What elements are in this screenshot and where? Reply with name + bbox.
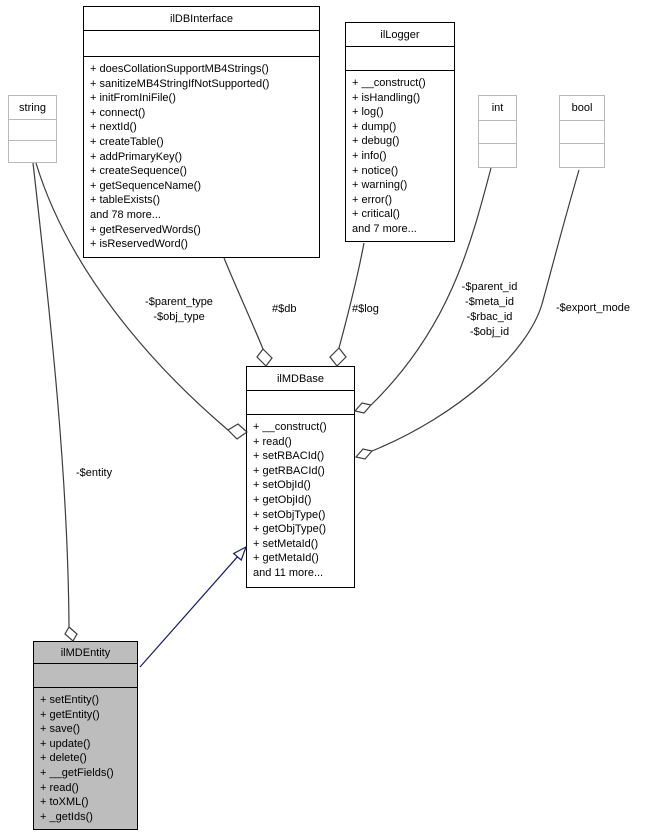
class-box-ilmdentity[interactable]: ilMDEntity + setEntity()+ getEntity()+ s… xyxy=(33,641,138,830)
method-entry: + setObjType() xyxy=(253,508,326,521)
method-entry: + log() xyxy=(352,106,384,119)
method-entry: + warning() xyxy=(352,179,408,192)
method-entry: + __construct() xyxy=(253,421,327,433)
class-title: ilDBInterface xyxy=(84,7,319,31)
edge-label-db: #$db xyxy=(272,303,297,315)
method-entry: + save() xyxy=(40,723,81,736)
type-box-bool: bool xyxy=(559,95,605,168)
method-entry: + sanitizeMB4StringIfNotSupported() xyxy=(90,77,270,90)
edge-label-export-mode: -$export_mode xyxy=(556,302,630,314)
aggregation-diamond xyxy=(256,348,273,367)
method-entry: + connect() xyxy=(90,106,146,119)
method-entry: + __getFields() xyxy=(40,766,114,779)
method-entry: + initFromIniFile() xyxy=(90,92,176,105)
method-entry: + notice() xyxy=(352,164,399,177)
type-title: bool xyxy=(560,96,604,121)
attributes-compartment xyxy=(9,120,56,141)
method-entry: + __construct() xyxy=(352,77,426,89)
method-entry: + setObjId() xyxy=(253,479,311,492)
methods-compartment xyxy=(560,144,604,167)
edge-label-log: #$log xyxy=(352,303,379,315)
method-entry: + nextId() xyxy=(90,121,137,134)
method-entry: + createSequence() xyxy=(90,165,187,178)
methods-compartment xyxy=(479,144,516,167)
method-entry: + setRBACId() xyxy=(253,450,325,463)
method-entry: and 7 more... xyxy=(352,222,417,235)
aggregation-diamond xyxy=(227,423,248,440)
method-entry: + read() xyxy=(253,435,292,448)
attributes-compartment xyxy=(479,121,516,144)
method-entry: + toXML() xyxy=(40,796,89,809)
method-entry: + addPrimaryKey() xyxy=(90,150,183,163)
attributes-compartment xyxy=(346,47,454,71)
class-title: ilMDBase xyxy=(247,367,354,391)
method-entry: and 78 more... xyxy=(90,208,161,221)
method-entry: + critical() xyxy=(352,208,400,221)
method-entry: + update() xyxy=(40,737,91,750)
method-entry: + _getIds() xyxy=(40,810,93,823)
edge-inheritance-ilmdentity-ilmdbase xyxy=(139,556,238,668)
attributes-compartment xyxy=(84,31,319,57)
aggregation-diamond xyxy=(64,626,78,642)
method-entry: + dump() xyxy=(352,120,397,133)
methods-compartment xyxy=(9,141,56,162)
class-box-ildbinterface[interactable]: ilDBInterface + doesCollationSupportMB4S… xyxy=(83,6,320,258)
method-entry: + setEntity() xyxy=(40,694,99,706)
edge-string-ilmdentity xyxy=(32,162,70,628)
class-title: ilLogger xyxy=(346,23,454,47)
method-entry: + error() xyxy=(352,193,393,206)
class-box-ilmdbase[interactable]: ilMDBase + __construct() + read() + setRBA… xyxy=(246,366,355,588)
methods-compartment: + doesCollationSupportMB4Strings() + sani… xyxy=(84,57,319,257)
method-entry: + getSequenceName() xyxy=(90,179,201,192)
method-entry: + debug() xyxy=(352,135,400,148)
edge-ildbinterface-ilmdbase xyxy=(223,257,264,350)
type-title: int xyxy=(479,96,516,121)
method-entry: + getEntity() xyxy=(40,708,100,721)
method-entry: + getReservedWords() xyxy=(90,223,201,236)
method-entry: + read() xyxy=(40,781,79,794)
method-entry: + getObjType() xyxy=(253,523,327,536)
type-box-int: int xyxy=(478,95,517,168)
aggregation-diamond xyxy=(329,347,347,367)
method-entry: + getObjId() xyxy=(253,493,312,506)
aggregation-diamond xyxy=(354,448,374,460)
methods-compartment: + __construct() + isHandling() + log()+ du… xyxy=(346,71,454,241)
method-entry: + delete() xyxy=(40,752,87,765)
type-box-string: string xyxy=(8,95,57,163)
method-entry: + isHandling() xyxy=(352,91,421,104)
attributes-compartment xyxy=(247,391,354,415)
edge-label-parent-type: -$parent_type -$obj_type xyxy=(145,296,213,323)
method-entry: + getMetaId() xyxy=(253,552,319,565)
methods-compartment: + __construct()+ read()+ setRBACId()+ ge… xyxy=(247,415,354,587)
method-entry: + info() xyxy=(352,149,387,162)
method-entry: + setMetaId() xyxy=(253,537,319,550)
inheritance-arrowhead xyxy=(232,545,248,562)
method-entry: and 11 more... xyxy=(253,566,324,579)
edge-label-entity: -$entity xyxy=(76,467,113,479)
method-entry: + tableExists() xyxy=(90,194,160,207)
method-entry: + createTable() xyxy=(90,135,164,148)
edge-illogger-ilmdbase xyxy=(338,242,365,349)
method-entry: + isReservedWord() xyxy=(90,238,188,251)
type-title: string xyxy=(9,96,56,120)
class-title: ilMDEntity xyxy=(34,642,137,664)
methods-compartment: + setEntity() + getEntity() + save()+ upda… xyxy=(34,688,137,829)
attributes-compartment xyxy=(560,121,604,144)
method-entry: + doesCollationSupportMB4Strings() xyxy=(90,63,269,75)
aggregation-diamond xyxy=(353,402,373,414)
class-box-illogger[interactable]: ilLogger + __construct()+ isHandling()+ … xyxy=(345,22,455,242)
attributes-compartment xyxy=(34,664,137,688)
edge-label-ids: -$parent_id -$meta_id -$rbac_id -$obj_id xyxy=(461,281,518,338)
method-entry: + getRBACId() xyxy=(253,464,325,477)
